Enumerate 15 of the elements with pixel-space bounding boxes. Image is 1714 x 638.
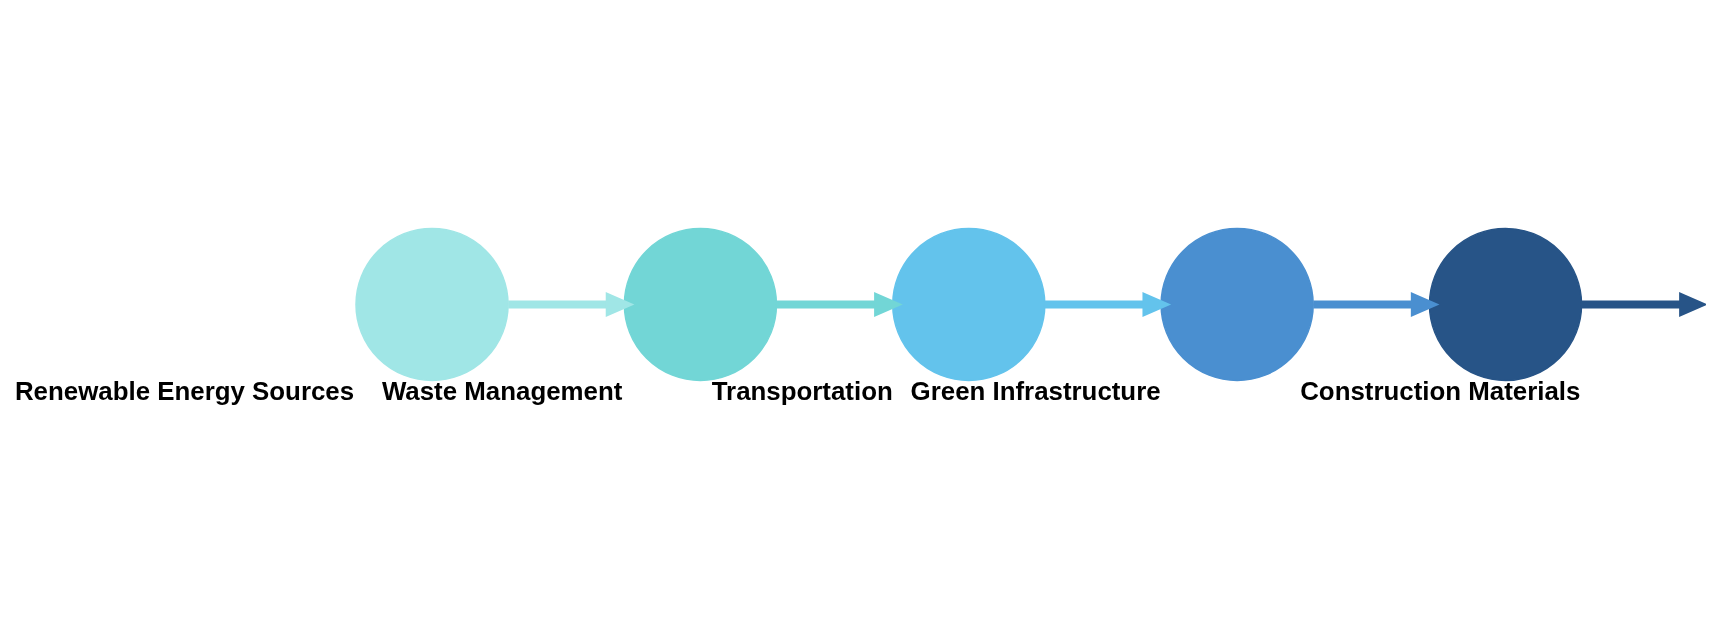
arrow [776, 291, 903, 317]
node-circle [1160, 227, 1314, 382]
node-label: Transportation [711, 376, 893, 405]
arrow [1313, 291, 1440, 317]
node-label: Renewable Energy Sources [14, 376, 355, 405]
node-circle [892, 227, 1046, 382]
node-circle [623, 227, 778, 382]
node-label: Construction Materials [1300, 376, 1581, 405]
node-circle [355, 227, 509, 382]
node-circle [1428, 227, 1583, 382]
arrow [1582, 291, 1706, 317]
node-label: Green Infrastructure [910, 376, 1161, 405]
arrow [508, 291, 635, 317]
arrow [1044, 291, 1172, 317]
node-label: Waste Management [381, 376, 623, 405]
